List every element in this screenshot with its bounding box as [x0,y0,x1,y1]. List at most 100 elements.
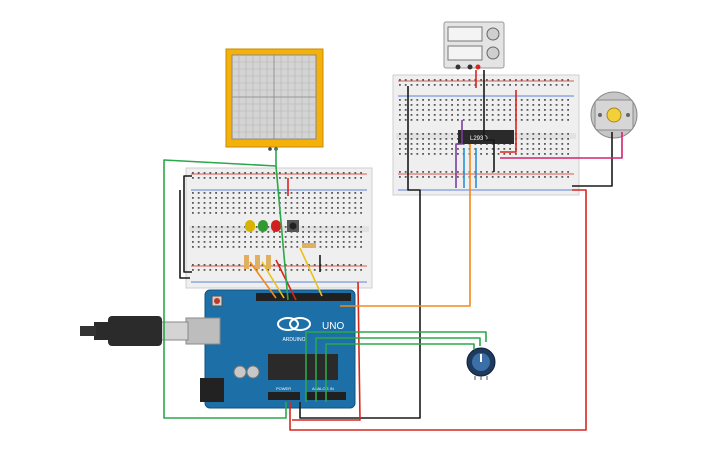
breadboard-hole [284,264,287,266]
breadboard-hole [509,84,511,86]
breadboard-hole [486,153,488,155]
breadboard-hole [555,99,558,101]
breadboard-hole [439,133,442,135]
breadboard-hole [439,176,442,178]
breadboard-hole [561,133,564,135]
breadboard-hole [561,176,564,178]
breadboard-hole [337,172,339,174]
breadboard-hole [348,207,351,209]
breadboard-hole [331,264,333,266]
breadboard-hole [399,133,401,135]
breadboard-hole [203,231,206,233]
breadboard-hole [428,79,430,81]
breadboard-hole [232,241,235,243]
breadboard-hole [509,114,511,116]
breadboard-hole [313,226,316,228]
potentiometer-icon[interactable] [466,347,496,380]
breadboard-hole [451,176,453,178]
breadboard-hole [567,138,569,140]
breadboard-hole [232,264,235,266]
breadboard-hole [221,177,223,179]
breadboard-hole [273,197,275,199]
breadboard-hole [416,176,419,178]
breadboard-hole [215,177,217,179]
breadboard-hole [422,148,424,150]
breadboard-hole [439,99,442,101]
breadboard-hole [480,114,482,116]
breadboard-hole [480,79,482,81]
breadboard-hole [491,99,494,101]
breadboard-hole [267,212,270,214]
breadboard-hole [273,207,275,209]
led-green[interactable] [258,220,268,232]
breadboard-hole [457,109,459,111]
breadboard-hole [331,212,333,214]
breadboard-hole [549,104,552,106]
breadboard-hole [422,153,424,155]
breadboard-hole [238,172,241,174]
breadboard-hole [526,84,529,86]
breadboard-hole [544,148,546,150]
breadboard-hole [342,192,345,194]
breadboard-hole [410,119,413,121]
breadboard-hole [325,236,328,238]
breadboard-hole [439,153,442,155]
breadboard-hole [226,192,229,194]
breadboard-hole [526,109,529,111]
breadboard-hole [532,109,535,111]
breadboard-hole [267,269,270,271]
breadboard-hole [313,172,316,174]
breadboard-hole [313,241,316,243]
breadboard-hole [284,236,287,238]
arduino-uno[interactable]: ARDUINO UNO POWER ANALOG IN [185,289,356,409]
breadboard-hole [197,177,200,179]
breadboard-hole [226,226,229,228]
breadboard-hole [209,241,212,243]
breadboard-hole [342,264,345,266]
push-button-icon[interactable] [287,220,299,232]
breadboard-hole [354,231,357,233]
breadboard-hole [215,264,217,266]
breadboard-hole [474,109,477,111]
breadboard-hole [503,114,506,116]
breadboard-hole [261,241,264,243]
breadboard-hole [319,231,322,233]
breadboard-hole [538,133,540,135]
breadboard-hole [238,236,241,238]
breadboard-hole [342,226,345,228]
breadboard-hole [244,246,246,248]
breadboard-hole [267,202,270,204]
breadboard-hole [428,171,430,173]
breadboard-hole [497,119,500,121]
breadboard-hole [486,109,488,111]
breadboard-hole [410,133,413,135]
breadboard-hole [337,264,339,266]
breadboard-hole [302,202,304,204]
breadboard-hole [567,171,569,173]
breadboard-hole [491,79,494,81]
breadboard-hole [526,138,529,140]
breadboard-hole [319,192,322,194]
dc-motor-icon[interactable] [590,91,638,139]
breadboard-hole [561,104,564,106]
breadboard-hole [296,202,299,204]
breadboard-hole [503,109,506,111]
power-supply[interactable] [443,21,505,70]
breadboard-hole [319,246,322,248]
breadboard-hole [192,241,194,243]
breadboard-hole [267,197,270,199]
dc-jack [200,378,224,402]
led-yellow[interactable] [245,220,255,232]
breadboard-hole [284,202,287,204]
breadboard-hole [279,241,281,243]
breadboard-hole [549,148,552,150]
lcd-display[interactable] [225,48,324,151]
breadboard-hole [226,207,229,209]
breadboard-hole [416,143,419,145]
breadboard-hole [238,212,241,214]
breadboard-hole [308,177,310,179]
led-red[interactable] [271,220,281,232]
breadboard-hole [474,104,477,106]
breadboard-hole [255,269,258,271]
